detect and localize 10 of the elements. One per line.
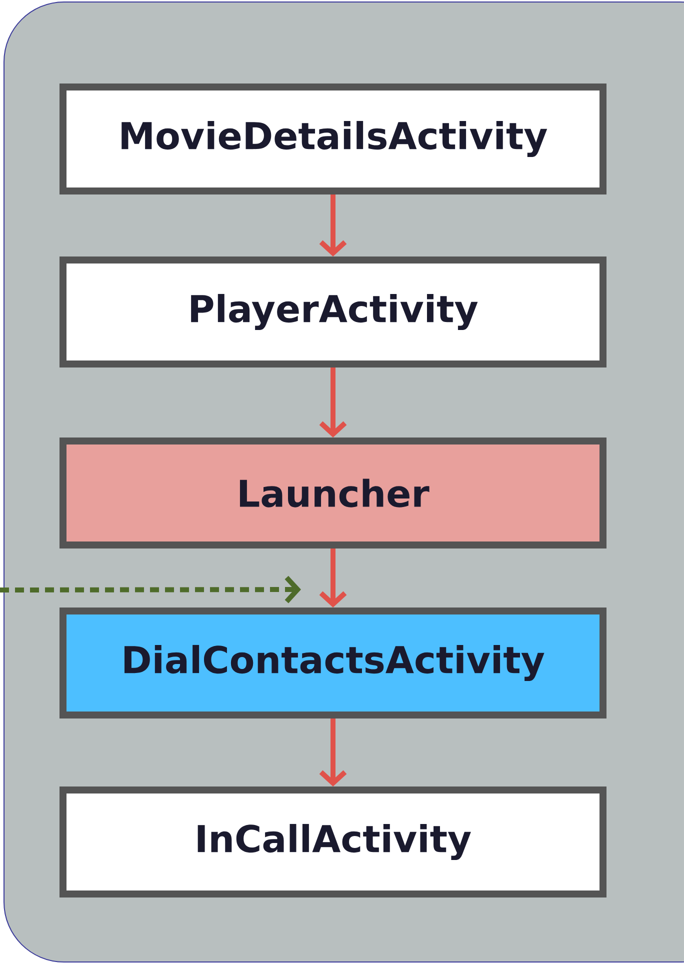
arrow	[319, 548, 347, 608]
activity-box: InCallActivity	[60, 786, 606, 898]
arrow	[0, 576, 301, 604]
arrow	[319, 718, 347, 786]
activity-box: DialContactsActivity	[60, 608, 606, 718]
arrow	[319, 194, 347, 256]
activity-box: Launcher	[60, 438, 606, 548]
activity-box: MovieDetailsActivity	[60, 84, 606, 194]
arrow	[319, 368, 347, 438]
activity-box: PlayerActivity	[60, 256, 606, 368]
